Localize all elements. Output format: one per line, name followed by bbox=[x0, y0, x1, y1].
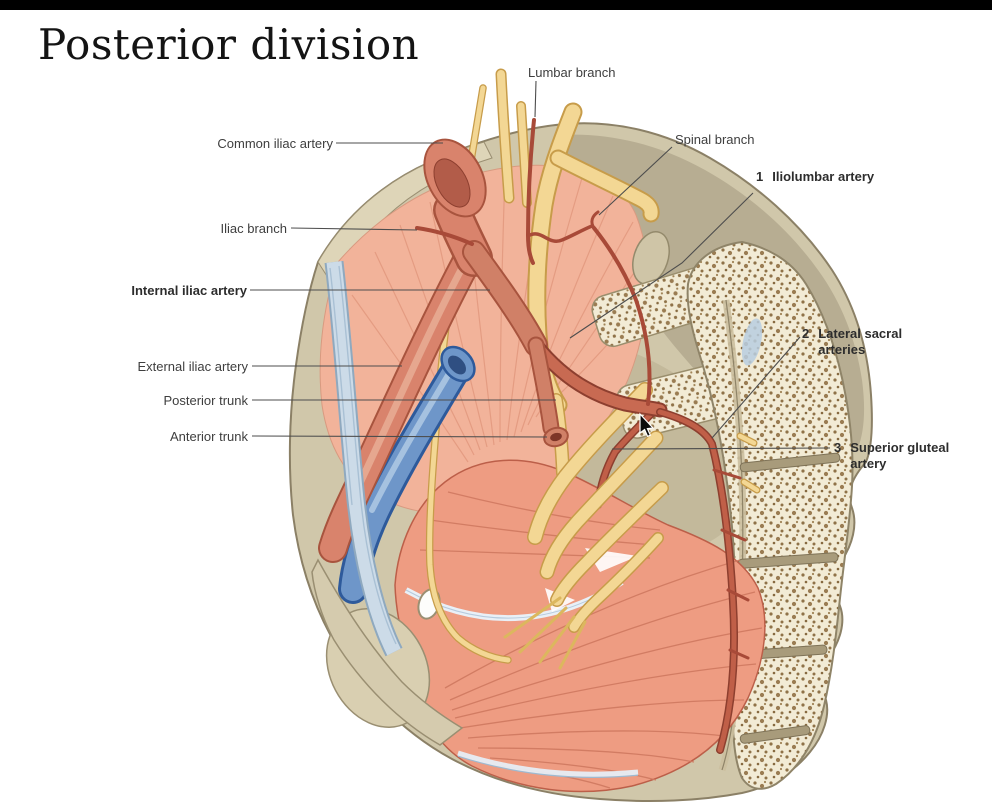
label-anterior-trunk: Anterior trunk bbox=[169, 429, 248, 444]
mouse-cursor bbox=[639, 412, 655, 438]
page-title: Posterior division bbox=[38, 20, 420, 69]
label-external-iliac-artery: External iliac artery bbox=[137, 359, 248, 374]
inguinal-ligament bbox=[311, 260, 464, 746]
leader-lines bbox=[250, 80, 831, 450]
label-common-iliac-artery: Common iliac artery bbox=[217, 136, 333, 151]
iliac-arteries bbox=[318, 138, 668, 563]
label-number-1: 1 bbox=[756, 169, 764, 184]
label-number-3: 3 bbox=[834, 440, 842, 455]
label-iliac-branch: Iliac branch bbox=[220, 221, 287, 236]
label-lateral-sacral-arteries: 2 Lateral sacral arteries bbox=[802, 326, 903, 357]
label-internal-iliac-artery: Internal iliac artery bbox=[131, 283, 247, 298]
label-spinal-branch: Spinal branch bbox=[675, 132, 755, 147]
label-lumbar-branch: Lumbar branch bbox=[528, 65, 616, 80]
label-number-2: 2 bbox=[802, 326, 810, 341]
small-artery-branches bbox=[415, 118, 750, 754]
label-iliolumbar-artery: 1 Iliolumbar artery bbox=[756, 169, 875, 184]
label-posterior-trunk: Posterior trunk bbox=[163, 393, 248, 408]
lumbosacral-nerves bbox=[425, 68, 761, 670]
top-black-bar bbox=[0, 0, 992, 10]
label-superior-gluteal-artery: 3 Superior gluteal artery bbox=[834, 440, 950, 471]
